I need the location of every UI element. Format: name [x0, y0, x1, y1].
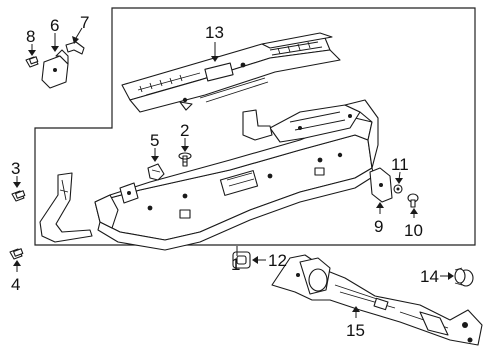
callout-11: 11	[391, 155, 409, 174]
bumper-bracket-15[interactable]	[271, 254, 483, 346]
callout-6: 6	[50, 16, 59, 35]
callout-2: 2	[180, 121, 189, 140]
bolt-8[interactable]	[25, 56, 39, 68]
bracket-6[interactable]	[41, 49, 69, 89]
bolt-2[interactable]	[178, 152, 192, 167]
callout-14: 14	[420, 267, 439, 286]
callout-4: 4	[11, 275, 20, 294]
plug-14[interactable]	[454, 267, 474, 287]
step-pad-13[interactable]	[121, 32, 341, 113]
callout-8: 8	[26, 27, 35, 46]
bracket-9[interactable]	[369, 167, 393, 203]
leader-lines	[13, 27, 454, 318]
callout-12: 12	[268, 251, 287, 270]
clip-5[interactable]	[147, 163, 165, 181]
bolt-10[interactable]	[407, 193, 419, 208]
callout-7: 7	[80, 13, 89, 32]
nut-11[interactable]	[393, 184, 403, 194]
bolt-3[interactable]	[11, 190, 26, 202]
callout-13: 13	[205, 23, 224, 42]
assembly-frame	[34, 7, 476, 246]
clip-7[interactable]	[65, 41, 85, 55]
callout-5: 5	[150, 131, 159, 150]
callout-1: 1	[231, 255, 240, 274]
callout-10: 10	[404, 221, 423, 240]
rear-bumper-1[interactable]	[39, 99, 379, 251]
callout-15: 15	[346, 321, 365, 340]
callout-3: 3	[11, 159, 20, 178]
bolt-4[interactable]	[9, 248, 24, 260]
callout-9: 9	[374, 217, 383, 236]
